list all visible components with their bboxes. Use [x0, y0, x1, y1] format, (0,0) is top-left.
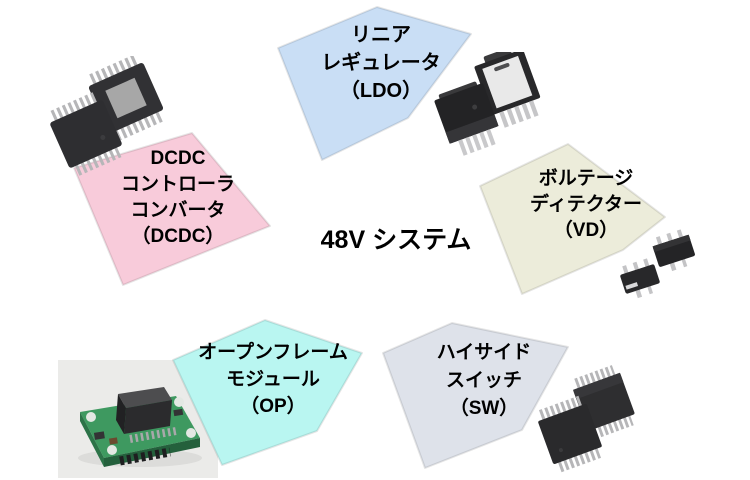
banner-label-op: オープンフレーム モジュール （OP）: [178, 339, 368, 420]
sw-label-line-3: （SW）: [449, 398, 519, 419]
sw-ssop-chips-image: [538, 365, 635, 473]
banner-shape-ldo: [277, 6, 472, 161]
diagram-title: 48V システム: [320, 226, 472, 254]
vd-label-line-1: ボルテージ: [538, 168, 634, 189]
banner-label-ldo: リニア レギュレータ （LDO）: [286, 21, 476, 105]
banner-shape-dcdc: [73, 132, 271, 286]
op-label-line-2: モジュール: [226, 369, 320, 390]
banner-shape-vd: [479, 143, 666, 295]
banner-label-sw: ハイサイド スイッチ （SW）: [389, 339, 579, 423]
dcdc-label-line-1: DCDC: [150, 148, 206, 169]
dcdc-label-line-2: コントローラ: [120, 174, 235, 195]
vd-sot25-chips-image: [620, 229, 695, 299]
dcdc-ssop-chips-image: [50, 56, 164, 176]
banner-shape-op: [172, 319, 363, 466]
banner-shape-sw: [382, 322, 569, 469]
op-label-line-1: オープンフレーム: [198, 342, 348, 363]
vd-label-line-3: （VD）: [553, 220, 619, 241]
ldo-to252-chips-image: [434, 52, 541, 156]
dcdc-label-line-3: コンバータ: [130, 200, 226, 221]
ldo-label-line-3: （LDO）: [339, 80, 423, 102]
sw-label-line-1: ハイサイド: [436, 342, 532, 363]
ldo-label-line-1: リニア: [351, 24, 411, 46]
op-label-line-3: （OP）: [240, 396, 306, 417]
dcdc-label-line-4: （DCDC）: [131, 226, 225, 247]
banner-label-dcdc: DCDC コントローラ コンバータ （DCDC）: [83, 146, 273, 250]
vd-label-line-2: ディテクター: [530, 194, 642, 215]
ldo-label-line-2: レギュレータ: [321, 52, 441, 74]
sw-label-line-2: スイッチ: [445, 370, 522, 391]
banner-label-vd: ボルテージ ディテクター （VD）: [491, 166, 681, 244]
